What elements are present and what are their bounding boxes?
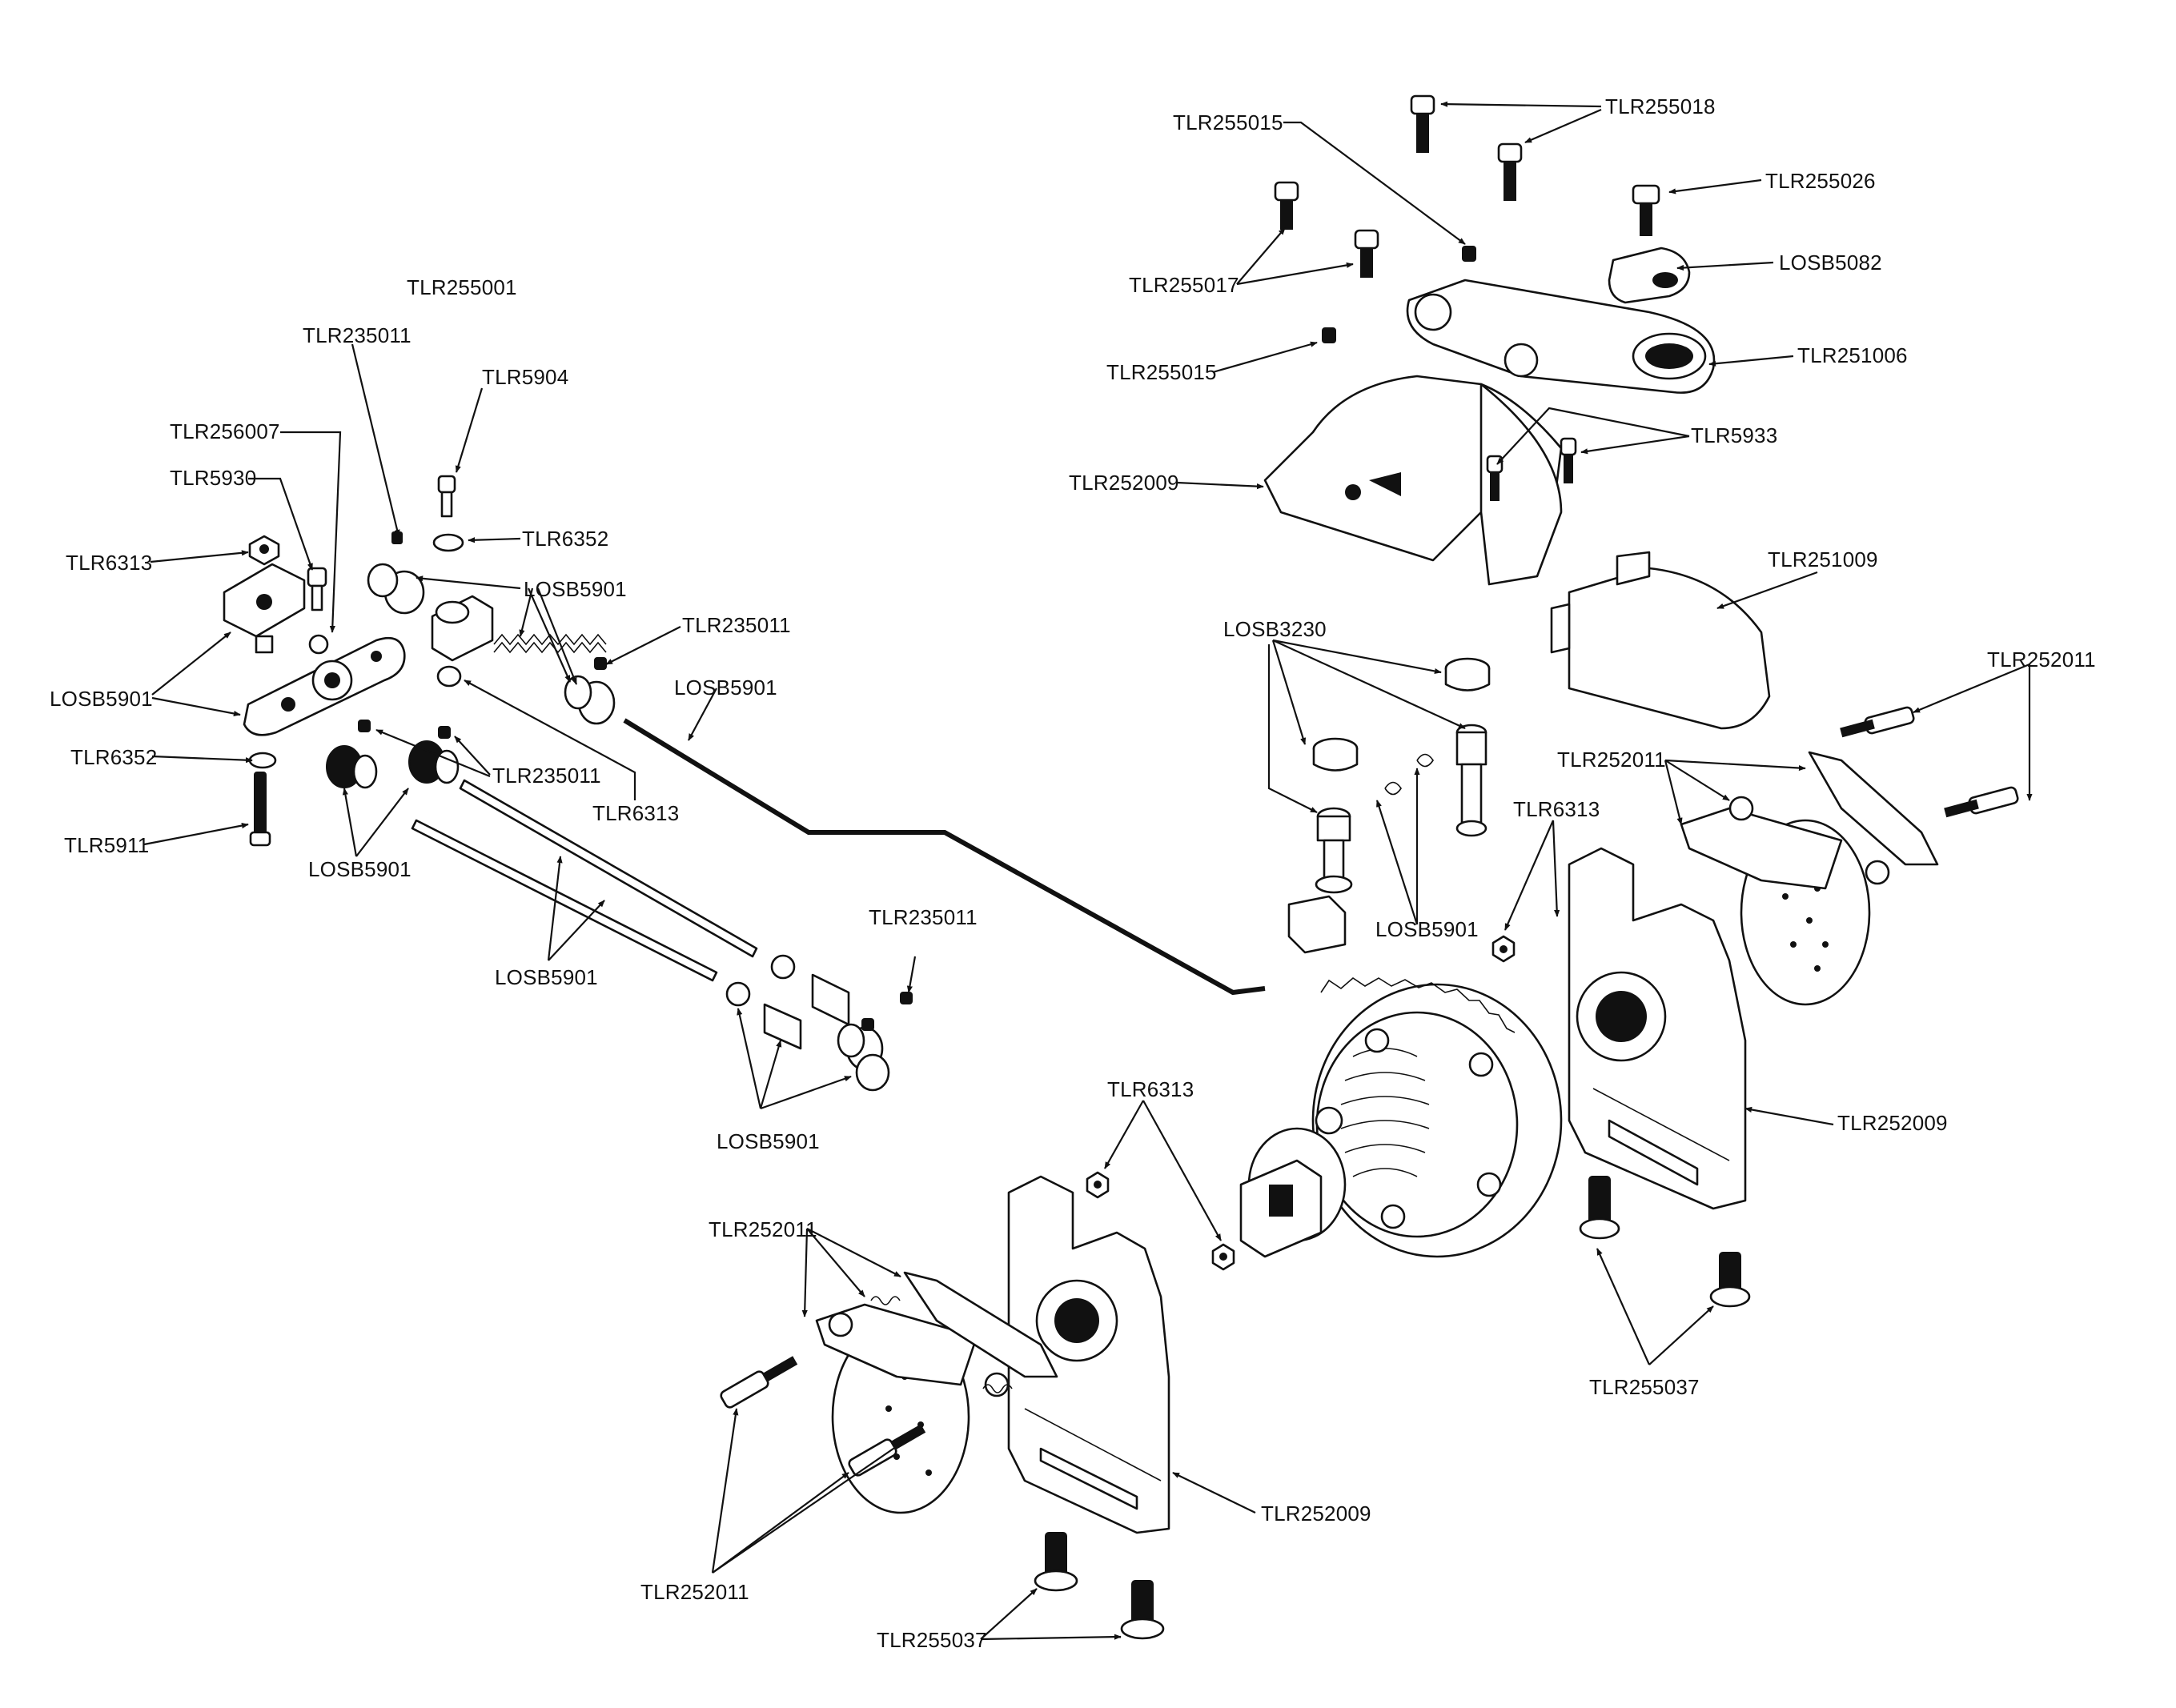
callout-losb5901: LOSB5901 (674, 676, 777, 700)
callout-tlr255017: TLR255017 (1129, 273, 1239, 297)
callout-tlr235011: TLR235011 (682, 613, 791, 637)
callout-tlr251006: TLR251006 (1797, 343, 1908, 367)
callout-tlr6313: TLR6313 (1513, 797, 1600, 821)
parts-group-left-bulkhead (720, 1175, 1170, 1640)
callout-tlr252011: TLR252011 (1987, 648, 2096, 672)
callout-losb5901: LOSB5901 (495, 965, 598, 989)
callout-tlr235011: TLR235011 (869, 905, 978, 929)
callout-tlr255015: TLR255015 (1106, 360, 1217, 384)
callout-tlr6352: TLR6352 (70, 745, 157, 769)
callout-tlr235011: TLR235011 (492, 764, 601, 788)
callout-losb5901: LOSB5901 (50, 687, 153, 711)
callout-tlr251009: TLR251009 (1768, 547, 1878, 571)
callout-tlr5930: TLR5930 (170, 466, 256, 490)
callout-losb5901: LOSB5901 (717, 1129, 820, 1153)
rod-part (459, 779, 758, 958)
wire-part (623, 718, 1266, 996)
callout-tlr252009: TLR252009 (1837, 1111, 1948, 1135)
callout-losb5082: LOSB5082 (1779, 251, 1882, 275)
callout-losb5901: LOSB5901 (524, 577, 627, 601)
callout-tlr6352: TLR6352 (522, 527, 608, 551)
parts-group-center (1086, 657, 1563, 1271)
callout-tlr255037: TLR255037 (877, 1628, 987, 1652)
callout-tlr255018: TLR255018 (1605, 94, 1716, 118)
gear-cover-part (1568, 567, 1771, 730)
callout-tlr255026: TLR255026 (1765, 169, 1876, 193)
rod-part (411, 819, 718, 982)
callout-tlr5904: TLR5904 (482, 365, 568, 389)
callout-tlr255037: TLR255037 (1589, 1375, 1700, 1399)
callout-tlr5933: TLR5933 (1691, 423, 1777, 447)
callout-tlr6313: TLR6313 (592, 801, 679, 825)
callout-tlr6313: TLR6313 (66, 551, 152, 575)
callout-tlr255001: TLR255001 (407, 275, 517, 299)
callout-tlr235011: TLR235011 (303, 323, 412, 347)
callout-losb3230: LOSB3230 (1223, 617, 1327, 641)
callout-tlr252009: TLR252009 (1261, 1502, 1371, 1526)
callout-tlr252011: TLR252011 (709, 1217, 817, 1241)
leader-lines (143, 101, 2033, 1641)
callout-tlr252009: TLR252009 (1069, 471, 1179, 495)
callout-losb5901: LOSB5901 (308, 857, 412, 881)
callout-tlr252011: TLR252011 (640, 1580, 749, 1604)
callout-tlr6313: TLR6313 (1107, 1077, 1194, 1101)
parts-group-top-plate (1263, 94, 1771, 730)
part-number-labels: TLR255001 TLR235011 TLR5904 TLR256007 TL… (50, 94, 2096, 1652)
callout-tlr256007: TLR256007 (170, 419, 280, 443)
callout-losb5901: LOSB5901 (1375, 917, 1479, 941)
differential-part (1239, 976, 1563, 1258)
parts-group-right-bulkhead (1568, 706, 2019, 1308)
parts-group-steering-left (223, 475, 1266, 1092)
callout-tlr255015: TLR255015 (1173, 110, 1283, 134)
callout-tlr252011: TLR252011 (1557, 748, 1666, 772)
callout-tlr5911: TLR5911 (64, 833, 149, 857)
